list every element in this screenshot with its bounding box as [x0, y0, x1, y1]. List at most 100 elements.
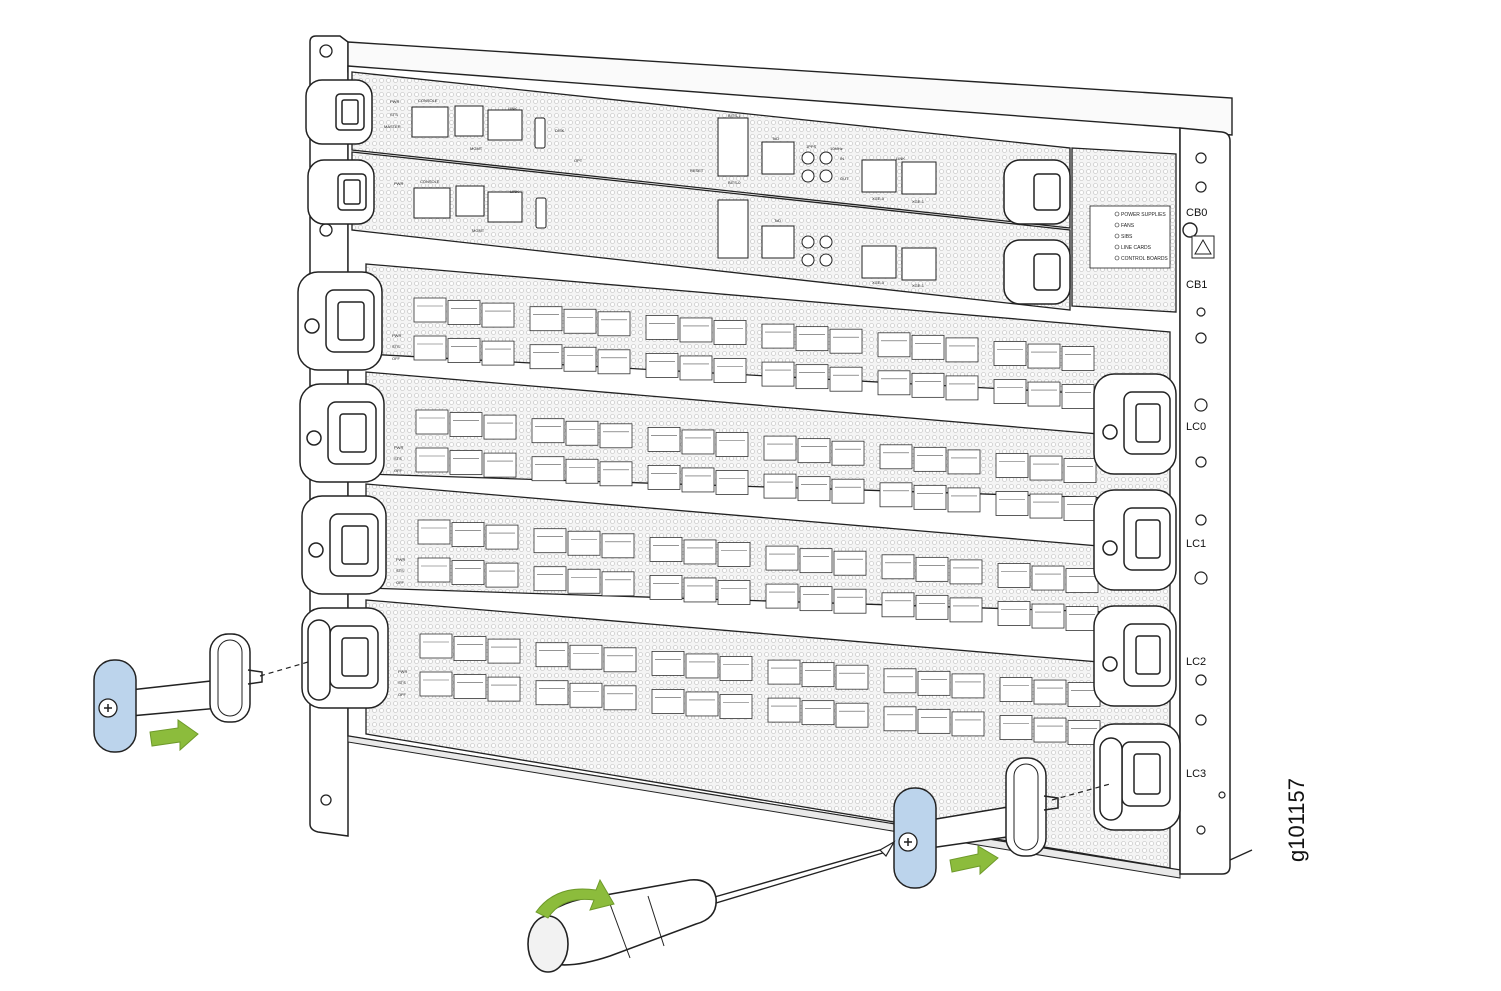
port-cage [801, 700, 835, 726]
port-cage [717, 542, 751, 567]
port-cage [683, 577, 717, 603]
port-cage [481, 302, 515, 328]
port-cage [715, 470, 749, 495]
port-cage [879, 482, 913, 508]
lc2-sts-led: STS [396, 568, 404, 573]
port-cage [945, 337, 979, 363]
lc2-right-handle [1093, 605, 1177, 707]
port-cage [535, 680, 569, 706]
port-cage [719, 656, 753, 681]
cb1-tod-label: ToD [774, 218, 781, 223]
cb1-pwr-label: PWR [394, 181, 403, 186]
cb0-left-handle [305, 79, 373, 145]
port-cage [413, 297, 447, 323]
port-cage [603, 647, 637, 673]
port-cage [685, 653, 719, 679]
port-cage [601, 571, 635, 597]
port-cage [795, 364, 829, 390]
cb0-link2-label: LINK [896, 156, 905, 161]
port-cage [451, 560, 485, 585]
port-cage [453, 636, 487, 661]
port-cage [917, 670, 951, 696]
cb0-console-label: CONSOLE [418, 98, 438, 103]
cb1-ports [413, 185, 937, 281]
port-cage [877, 370, 911, 396]
port-cage [599, 461, 633, 487]
port-cage [835, 664, 869, 690]
cb1-console-label: CONSOLE [420, 179, 440, 184]
port-cage [681, 429, 715, 455]
port-cage [881, 592, 915, 618]
port-cage [531, 456, 565, 482]
lc1-pwr-led: PWR [394, 445, 403, 450]
cb0-reset-label: RESET [690, 168, 704, 173]
slot-label-lc3: LC3 [1186, 768, 1206, 780]
port-cage [947, 487, 981, 513]
lc1-right-handle [1093, 489, 1177, 591]
port-cage [795, 326, 829, 352]
port-cage [997, 601, 1031, 626]
port-cage [829, 366, 863, 392]
port-cage [449, 450, 483, 475]
port-cage [1029, 455, 1063, 481]
port-cage [911, 334, 945, 360]
status-panel: POWER SUPPLIES FANS SIBS LINE CARDS CONT… [1071, 147, 1177, 313]
status-item-power-supplies: POWER SUPPLIES [1121, 212, 1166, 218]
port-cage [565, 420, 599, 446]
port-cage [883, 706, 917, 732]
cb0-pwr-label: PWR [390, 99, 399, 104]
cb0-master-label: MASTER [384, 124, 401, 129]
cb0-opt-label: OPT [574, 158, 583, 163]
port-cage [1065, 606, 1099, 631]
port-cage [1061, 384, 1095, 410]
left-handles [297, 79, 389, 709]
cb0-right-handle [1003, 159, 1071, 225]
port-cage [799, 586, 833, 612]
control-board-1: PWR CONSOLE MGMT LINK ToD XGE-0 XGE-1 [351, 151, 1071, 311]
port-cage [993, 379, 1027, 404]
right-rack-ear [1179, 127, 1231, 875]
port-cage [569, 644, 603, 670]
lc0-right-handle [1093, 373, 1177, 475]
status-item-sibs: SIBS [1121, 234, 1133, 240]
port-cage [993, 341, 1027, 366]
port-cage [451, 522, 485, 547]
port-cage [563, 346, 597, 372]
lc3-sts-led: STS [398, 680, 406, 685]
port-cage [597, 349, 631, 375]
port-cage [533, 566, 567, 592]
port-cage [881, 554, 915, 580]
port-cage [715, 432, 749, 457]
screwdriver [527, 840, 896, 973]
port-cage [713, 320, 747, 345]
lc0-pwr-led: PWR [392, 333, 401, 338]
port-cage [567, 530, 601, 556]
port-cage [647, 426, 681, 452]
port-cage [713, 358, 747, 383]
port-cage [761, 361, 795, 387]
cb1-right-handle [1003, 239, 1071, 305]
figure-id: g101157 [1284, 778, 1309, 862]
lc3-pwr-led: PWR [398, 669, 407, 674]
rotate-arrow-icon [535, 878, 615, 919]
left-replacement-handle [93, 633, 309, 753]
port-cage [947, 449, 981, 475]
port-cage [447, 300, 481, 325]
cb0-out-label: OUT [840, 176, 849, 181]
lc0-sts-led: STS [392, 344, 400, 349]
port-cage [679, 355, 713, 381]
port-cage [767, 659, 801, 685]
slot-label-lc1: LC1 [1186, 538, 1206, 550]
cb1-link-label: LINK [510, 189, 519, 194]
cb1-xge0-label: XGE-0 [872, 280, 885, 285]
port-cage [645, 314, 679, 340]
port-cage [487, 638, 521, 664]
cb1-xge1-label: XGE-1 [912, 283, 925, 288]
port-cage [801, 662, 835, 688]
port-cage [649, 537, 683, 562]
lc1-sts-led: STS [394, 456, 402, 461]
lc0-off-led: OFF [392, 356, 401, 361]
port-cage [453, 674, 487, 699]
port-cage [765, 583, 799, 609]
